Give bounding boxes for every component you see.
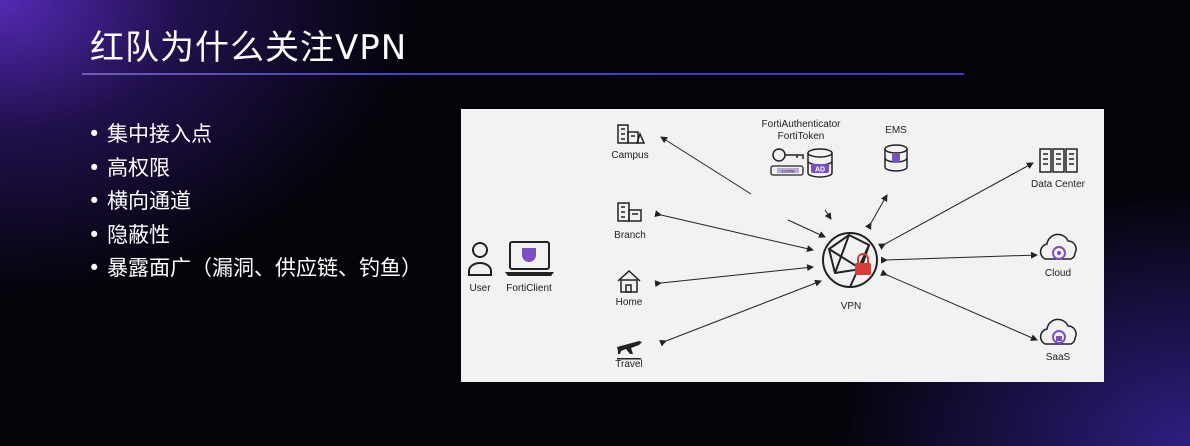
arrow-cloud [880,251,1038,264]
ad-badge: AD [815,167,825,174]
arrow-auth [787,219,826,238]
key-icon [772,148,804,162]
label-fortitoken: FortiToken [777,131,825,142]
arrow-datacenter [878,162,1034,250]
label-campus: Campus [611,150,649,161]
token-code: 123456 [781,168,795,173]
lock-icon [855,253,871,275]
label-ems: EMS [885,125,907,136]
label-branch: Branch [614,230,646,241]
airplane-icon [617,341,642,360]
campus-icon [617,124,646,144]
bullet-item: 集中接入点 [88,118,422,152]
label-home: Home [615,297,643,308]
token-device-icon: 123456 [770,165,804,176]
arrow-auth-short [824,209,832,220]
arrow-branch [654,210,814,253]
title-underline [82,73,964,75]
diagram-canvas: 123456 AD [468,124,1078,360]
bullet-list: 集中接入点 高权限 横向通道 隐蔽性 暴露面广（漏洞、供应链、钓鱼） [88,118,422,286]
bullet-item: 暴露面广（漏洞、供应链、钓鱼） [88,252,422,286]
slide-title: 红队为什么关注VPN [90,28,408,68]
branch-icon [617,202,642,222]
label-data-center: Data Center [1031,179,1085,190]
arrow-saas [880,269,1038,341]
label-vpn: VPN [840,301,862,312]
saas-cloud-icon [1039,318,1077,345]
label-travel: Travel [615,359,643,370]
home-icon [617,269,641,293]
bullet-item: 隐蔽性 [88,219,422,253]
user-icon [468,242,492,276]
ad-database-icon: AD [807,148,833,178]
arrow-ems [864,194,888,230]
bullet-item: 横向通道 [88,185,422,219]
cloud-icon [1039,233,1077,260]
arrow-home [654,264,814,288]
laptop-icon [505,241,554,276]
vpn-diagram: 123456 AD [461,109,1104,382]
label-forticlient: FortiClient [506,283,552,294]
label-cloud: Cloud [1044,268,1072,279]
arrow-travel [659,279,822,347]
arrow-campus [660,136,752,195]
ems-icon [884,144,908,172]
server-rack-icon [1039,148,1078,173]
label-fortiauthenticator: FortiAuthenticator [761,119,841,130]
bullet-item: 高权限 [88,152,422,186]
label-user: User [469,283,491,294]
label-saas: SaaS [1045,352,1071,363]
